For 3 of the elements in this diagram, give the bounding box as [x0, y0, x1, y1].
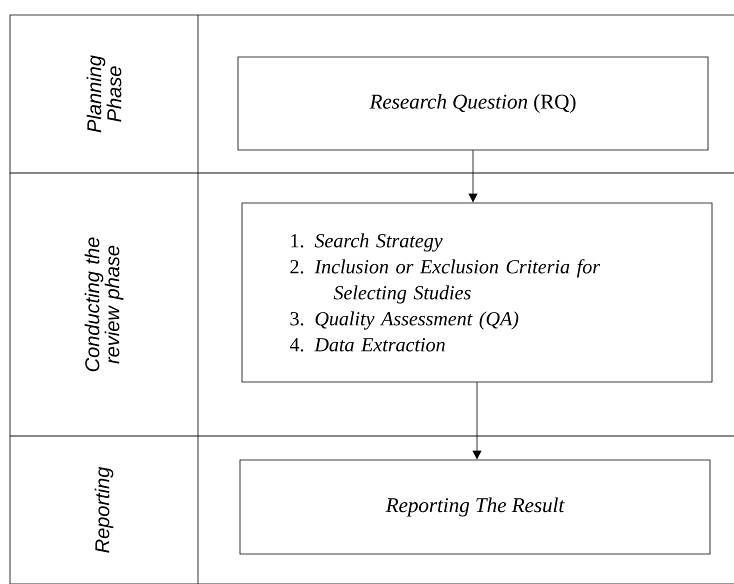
process-box: Reporting The Result: [240, 460, 710, 554]
list-box: 1. Search Strategy 2. Inclusion or Exclusion Criteria for Selecting Studies 3. Quality Assessment (QA) 4. Data Extraction: [242, 202, 712, 382]
process-box: Research Question (RQ): [238, 56, 708, 150]
